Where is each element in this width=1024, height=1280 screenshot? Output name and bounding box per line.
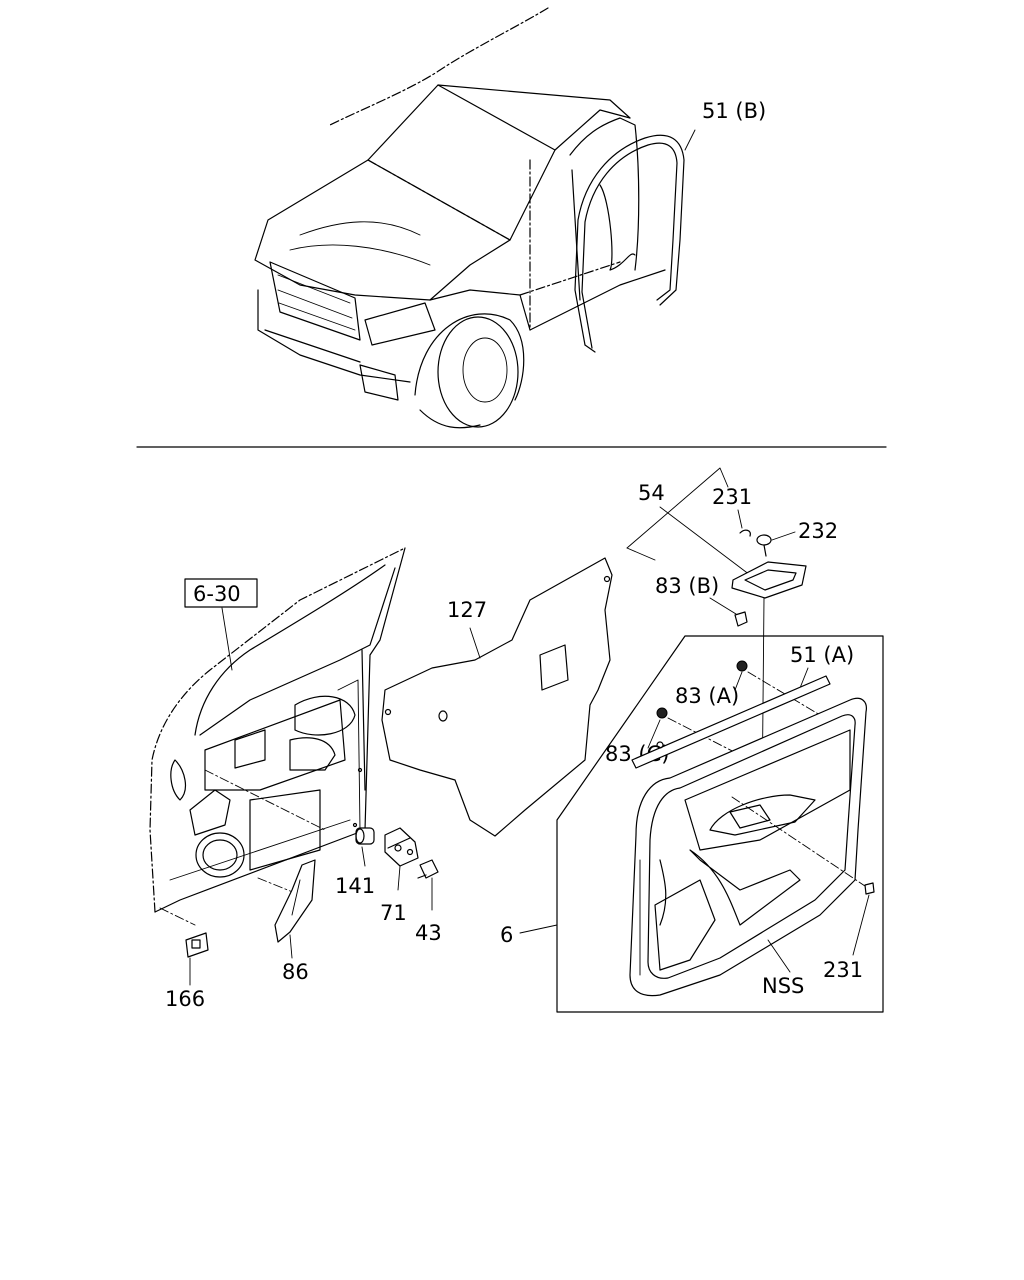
bracket-line [626,547,656,561]
part-83c-clip [656,707,668,719]
part-83a-clip [736,660,748,672]
leader-141 [361,846,366,867]
leader-231-bottom [852,894,870,956]
label-86: 86 [282,960,309,984]
vehicle-illustration [254,7,696,429]
label-166: 166 [165,987,205,1011]
leader-6 [519,924,558,934]
label-232: 232 [798,519,838,543]
part-43-bolt [417,859,439,879]
part-71-bracket [384,827,419,867]
inset-frame [556,635,884,1013]
part-51a-weatherstrip [631,675,831,769]
part-83b-clip [734,611,748,627]
projection-line [204,769,326,831]
label-127: 127 [447,598,487,622]
label-51a: 51 (A) [790,643,854,667]
label-83b: 83 (B) [655,574,719,598]
projection-line [747,671,821,716]
part-166-pad [185,932,209,958]
leader-83c [647,719,661,749]
label-231-top: 231 [712,485,752,509]
leader-71 [397,865,401,891]
leader-231-top [737,509,743,529]
projection-line [159,907,196,926]
leader-6-30 [221,607,233,671]
label-nss: NSS [762,974,804,998]
leader-83a [734,671,743,691]
label-231-bottom: 231 [823,958,863,982]
label-6: 6 [500,923,513,947]
label-6-30: 6-30 [193,582,241,606]
label-43: 43 [415,921,442,945]
leader-127 [469,627,481,659]
part-86-cover [274,859,316,943]
label-51b: 51 (B) [702,99,766,123]
leader-232 [771,531,796,541]
leader-83b [709,597,737,615]
leader-86 [289,934,293,959]
door-shell [149,547,406,913]
label-71: 71 [380,901,407,925]
leader-51a [799,667,809,689]
leader-nss [767,939,791,973]
part-141-bushing [355,827,375,845]
bracket-line [626,467,729,549]
part-231-clip-top [739,529,751,537]
part-232-screw [756,534,772,557]
part-6-door-trim [629,697,867,997]
label-141: 141 [335,874,375,898]
label-54: 54 [638,481,665,505]
reference-box [184,578,258,608]
part-54-handle-cup [731,561,807,599]
part-231-clip-bottom [864,882,875,895]
part-127-sealer-sheet [381,557,613,837]
label-83a: 83 (A) [675,684,739,708]
leader-54 [659,506,751,576]
projection-line [731,796,869,889]
